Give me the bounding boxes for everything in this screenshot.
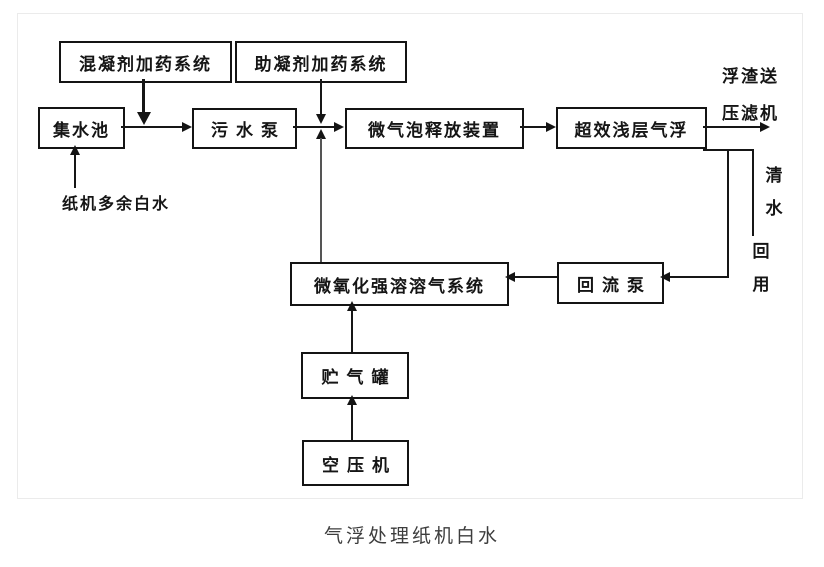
flow-line-whitewater-riser	[74, 154, 76, 188]
arrowhead-down-icon	[316, 114, 326, 124]
arrowhead-right-icon	[334, 122, 344, 132]
flow-line-flotation-to-press	[703, 126, 761, 128]
node-coagulant-aid-dosing-system: 助凝剂加药系统	[235, 41, 407, 83]
arrowhead-left-icon	[660, 272, 670, 282]
flow-line-to-return-pump	[669, 276, 729, 278]
flow-line-recycle-drop	[727, 149, 729, 278]
node-dissolved-air-system: 微氧化强溶溶气系统	[290, 262, 509, 306]
arrowhead-right-icon	[182, 122, 192, 132]
node-collection-tank: 集水池	[38, 107, 125, 149]
arrowhead-up-icon	[347, 395, 357, 405]
flow-line-pump-to-release	[293, 126, 334, 128]
arrowhead-up-icon	[70, 145, 80, 155]
arrowhead-right-icon	[546, 122, 556, 132]
figure-frame	[17, 13, 803, 499]
flow-line-gastank-riser	[351, 310, 353, 352]
arrowhead-left-icon	[505, 272, 515, 282]
label-scum-line2: 压滤机	[722, 104, 779, 124]
flow-line-release-to-flotation	[520, 126, 547, 128]
arrowhead-right-icon	[760, 122, 770, 132]
flow-line-return-to-dissolved	[514, 276, 557, 278]
arrowhead-up-icon	[347, 301, 357, 311]
flow-line-coagulant-drop	[142, 79, 145, 114]
label-excess-white-water: 纸机多余白水	[62, 194, 171, 213]
figure-caption: 气浮处理纸机白水	[323, 525, 500, 547]
node-microbubble-release-device: 微气泡释放装置	[345, 108, 524, 149]
flow-line-dissolved-air-riser	[320, 138, 322, 262]
label-reuse: 回用	[752, 242, 770, 295]
node-return-pump: 回流泵	[557, 262, 664, 304]
node-gas-storage-tank: 贮气罐	[301, 352, 409, 399]
node-coagulant-dosing-system: 混凝剂加药系统	[59, 41, 232, 83]
node-sewage-pump: 污水泵	[192, 108, 297, 149]
flow-line-aid-drop	[320, 79, 322, 115]
node-air-compressor: 空压机	[302, 440, 409, 486]
flow-line-tank-to-pump	[121, 126, 183, 128]
flow-line-compressor-riser	[351, 404, 353, 440]
arrowhead-up-icon	[316, 129, 326, 139]
flow-line-clear-water-out	[752, 149, 754, 236]
node-shallow-air-flotation: 超效浅层气浮	[556, 107, 707, 149]
arrowhead-down-icon	[137, 112, 151, 125]
label-clear-water: 清水	[765, 166, 783, 219]
label-scum-line1: 浮渣送	[722, 67, 779, 87]
